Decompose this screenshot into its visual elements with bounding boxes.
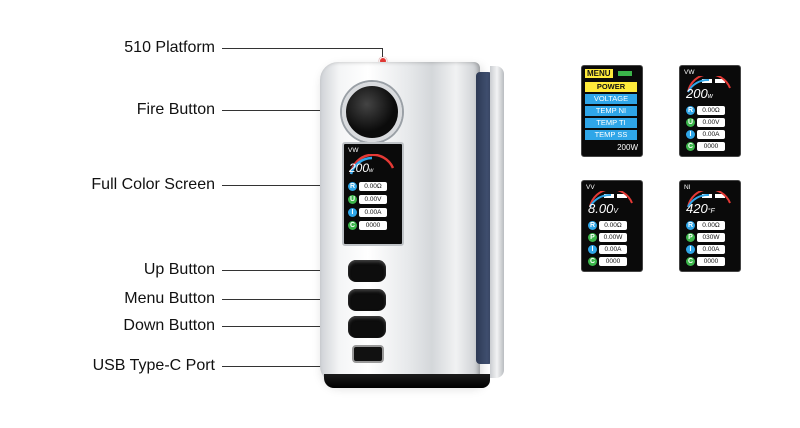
row-value: 0.00V: [359, 195, 387, 204]
row-letter: U: [348, 195, 357, 204]
row-value: 0.00V: [697, 118, 725, 127]
callout-up-button: Up Button: [143, 261, 215, 278]
row-value: 0.00W: [599, 233, 627, 242]
row-letter: C: [588, 257, 597, 266]
row-value: 030W: [697, 233, 725, 242]
down-button[interactable]: [348, 316, 386, 338]
leader-line: [222, 185, 346, 186]
row-letter: I: [686, 130, 695, 139]
screen-value: 8.00V: [588, 201, 618, 216]
menu-item-temp-ti: TEMP TI: [585, 118, 637, 128]
callout-menu-button: Menu Button: [124, 290, 215, 307]
menu-button[interactable]: [348, 289, 386, 311]
row-letter: R: [686, 221, 695, 230]
screen-row: I 0.00A: [348, 208, 388, 218]
row-letter: U: [686, 118, 695, 127]
screen-value: 200w: [349, 161, 374, 175]
menu-item-voltage: VOLTAGE: [585, 94, 637, 104]
menu-item-temp-ni: TEMP NI: [585, 106, 637, 116]
row-value: 0000: [697, 142, 725, 151]
battery-icon: [618, 71, 632, 76]
row-value: 0.00A: [599, 245, 627, 254]
power-arc: [349, 154, 395, 175]
row-value: 0000: [697, 257, 725, 266]
battery-bars: [702, 70, 730, 83]
row-value: 0.00A: [359, 208, 387, 217]
leader-line: [222, 299, 352, 300]
row-letter: R: [686, 106, 695, 115]
leader-line: [222, 270, 352, 271]
screen-mode: NI: [684, 184, 691, 191]
leader-line: [382, 48, 383, 60]
row-value: 0.00Ω: [697, 221, 725, 230]
row-letter: I: [348, 208, 357, 217]
row-letter: C: [348, 221, 357, 230]
callout-fire-button: Fire Button: [136, 101, 215, 118]
leader-line: [222, 110, 352, 111]
row-value: 0.00Ω: [599, 221, 627, 230]
row-value: 0000: [359, 221, 387, 230]
row-letter: C: [686, 142, 695, 151]
device-end-cap: [490, 66, 504, 378]
screen-value: 420°F: [686, 201, 715, 216]
screen-mode: VW: [348, 147, 359, 154]
screen-row: C 0000: [348, 221, 388, 231]
screen-value: 200w: [686, 86, 713, 101]
callout-down-button: Down Button: [123, 317, 215, 334]
screen-row: R 0.00Ω: [348, 182, 388, 192]
menu-item-temp-ss: TEMP SS: [585, 130, 637, 140]
menu-screen: MENU POWER VOLTAGE TEMP NI TEMP TI TEMP …: [581, 65, 643, 157]
row-letter: P: [588, 233, 597, 242]
leader-line: [222, 366, 354, 367]
row-letter: C: [686, 257, 695, 266]
callout-full-color-screen: Full Color Screen: [91, 176, 215, 193]
row-value: 0.00A: [697, 245, 725, 254]
screen-row: U 0.00V: [348, 195, 388, 205]
battery-bars: [604, 185, 632, 198]
usb-type-c-port: [352, 345, 384, 363]
power-arc: [687, 191, 731, 208]
menu-footer-value: 200W: [617, 143, 638, 152]
power-arc: [589, 191, 633, 208]
callout-usb-type-c-port: USB Type-C Port: [92, 357, 215, 374]
fire-button[interactable]: [342, 82, 402, 142]
row-letter: I: [686, 245, 695, 254]
row-letter: R: [348, 182, 357, 191]
battery-bars: [702, 185, 730, 198]
vape-mod-device: VW 200w R 0.00Ω U 0.00V I 0.00A C 0000: [320, 58, 505, 388]
power-arc: [687, 76, 731, 93]
row-value: 0.00Ω: [697, 106, 725, 115]
leader-line: [222, 48, 382, 49]
up-button[interactable]: [348, 260, 386, 282]
device-base: [324, 374, 490, 388]
row-value: 0000: [599, 257, 627, 266]
row-letter: R: [588, 221, 597, 230]
callout-510-platform: 510 Platform: [124, 39, 215, 56]
row-letter: I: [588, 245, 597, 254]
screen-mode: VW: [684, 69, 695, 76]
menu-item-power: POWER: [585, 82, 637, 92]
row-value: 0.00Ω: [359, 182, 387, 191]
device-screen: VW 200w R 0.00Ω U 0.00V I 0.00A C 0000: [342, 142, 404, 246]
leader-line: [222, 326, 352, 327]
menu-header: MENU: [585, 69, 613, 78]
row-letter: P: [686, 233, 695, 242]
row-value: 0.00A: [697, 130, 725, 139]
screen-mode: VV: [586, 184, 595, 191]
